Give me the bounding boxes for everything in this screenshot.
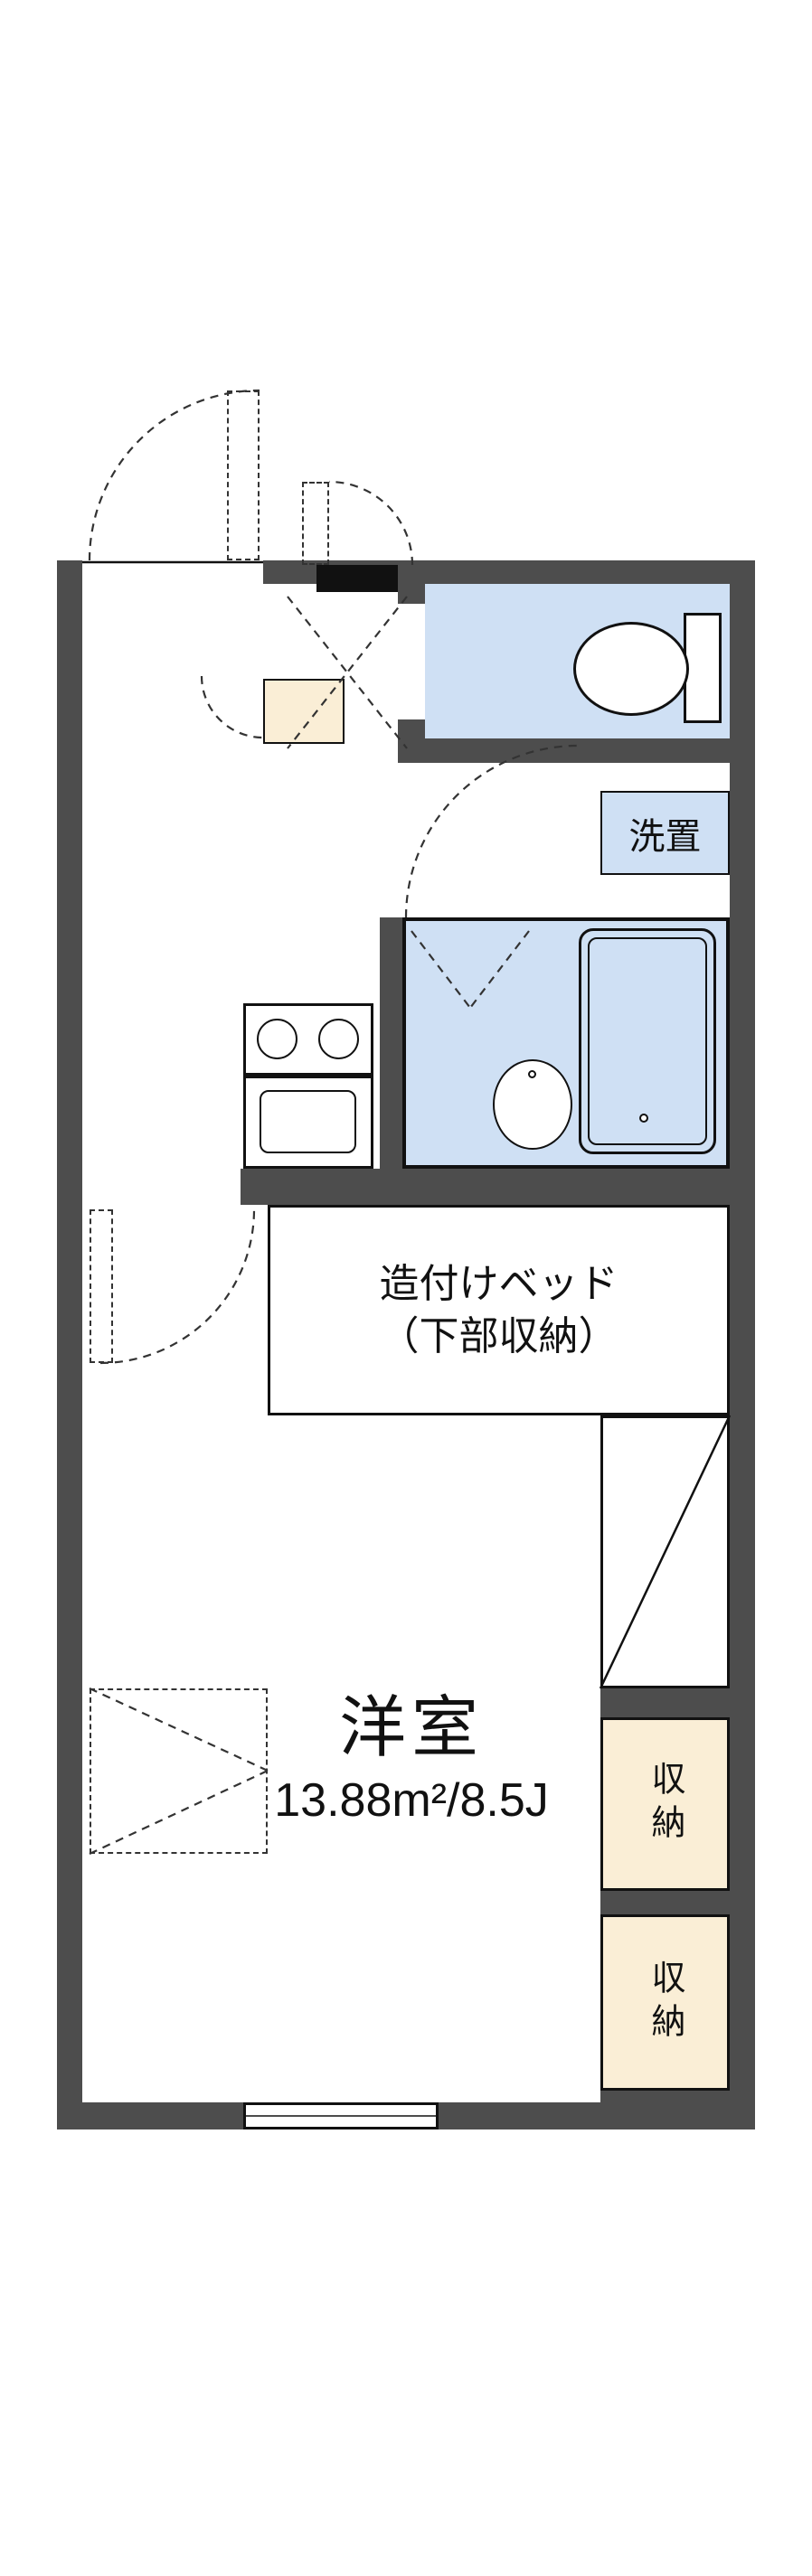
door-sill xyxy=(316,565,398,592)
sink-basin-icon xyxy=(260,1090,356,1153)
right-wall xyxy=(730,560,755,2129)
closet-bottom-label: 収納 xyxy=(646,1959,684,2046)
left-wall xyxy=(57,560,82,2129)
laundry-label: 洗置 xyxy=(628,816,702,857)
entrance-door-panel xyxy=(227,390,260,560)
window xyxy=(243,2102,439,2129)
main-room-label: 洋室 xyxy=(339,1689,484,1765)
closet-bottom-filler xyxy=(600,2091,730,2102)
bed-label-title: 造付けベッド xyxy=(379,1262,618,1307)
upper-storage-door-panel xyxy=(302,482,329,565)
laundry-space: 洗置 xyxy=(600,791,730,875)
closet-bottom: 収納 xyxy=(600,1914,730,2091)
shelf-closet-divider xyxy=(600,1688,730,1717)
storage-door-swing-icon xyxy=(328,480,414,566)
closet-divider xyxy=(600,1891,730,1914)
bathtub-inner-line xyxy=(588,937,707,1145)
toilet-bottom-wall xyxy=(398,738,730,763)
stove-burner-left-icon xyxy=(257,1019,297,1059)
built-in-bed-room: 造付けベッド （下部収納） xyxy=(268,1205,730,1415)
bed-label-sub: （下部収納） xyxy=(379,1313,618,1359)
main-room-size-label: 13.88m²/8.5J xyxy=(274,1774,549,1827)
tub-drain-icon xyxy=(639,1114,648,1123)
room-door-panel xyxy=(90,1209,113,1363)
stove-burner-right-icon xyxy=(318,1019,359,1059)
basin-faucet-icon xyxy=(528,1070,536,1078)
closet-top-label: 収納 xyxy=(646,1761,684,1847)
room-door-swing-icon xyxy=(99,1208,256,1365)
bath-left-wall xyxy=(380,917,402,1172)
toilet-tank-icon xyxy=(684,613,722,723)
toilet-bowl-icon xyxy=(573,622,689,716)
closet-top: 収納 xyxy=(600,1717,730,1891)
entrance-step xyxy=(263,679,345,744)
furniture-outline xyxy=(90,1688,268,1854)
storage-shelf xyxy=(600,1415,730,1688)
kitchen-bottom-wall xyxy=(241,1169,755,1205)
entry-toilet-wall-upper xyxy=(398,560,425,604)
washroom-door-swing-icon xyxy=(404,744,579,918)
entry-closet-door-swing-icon xyxy=(200,675,264,739)
